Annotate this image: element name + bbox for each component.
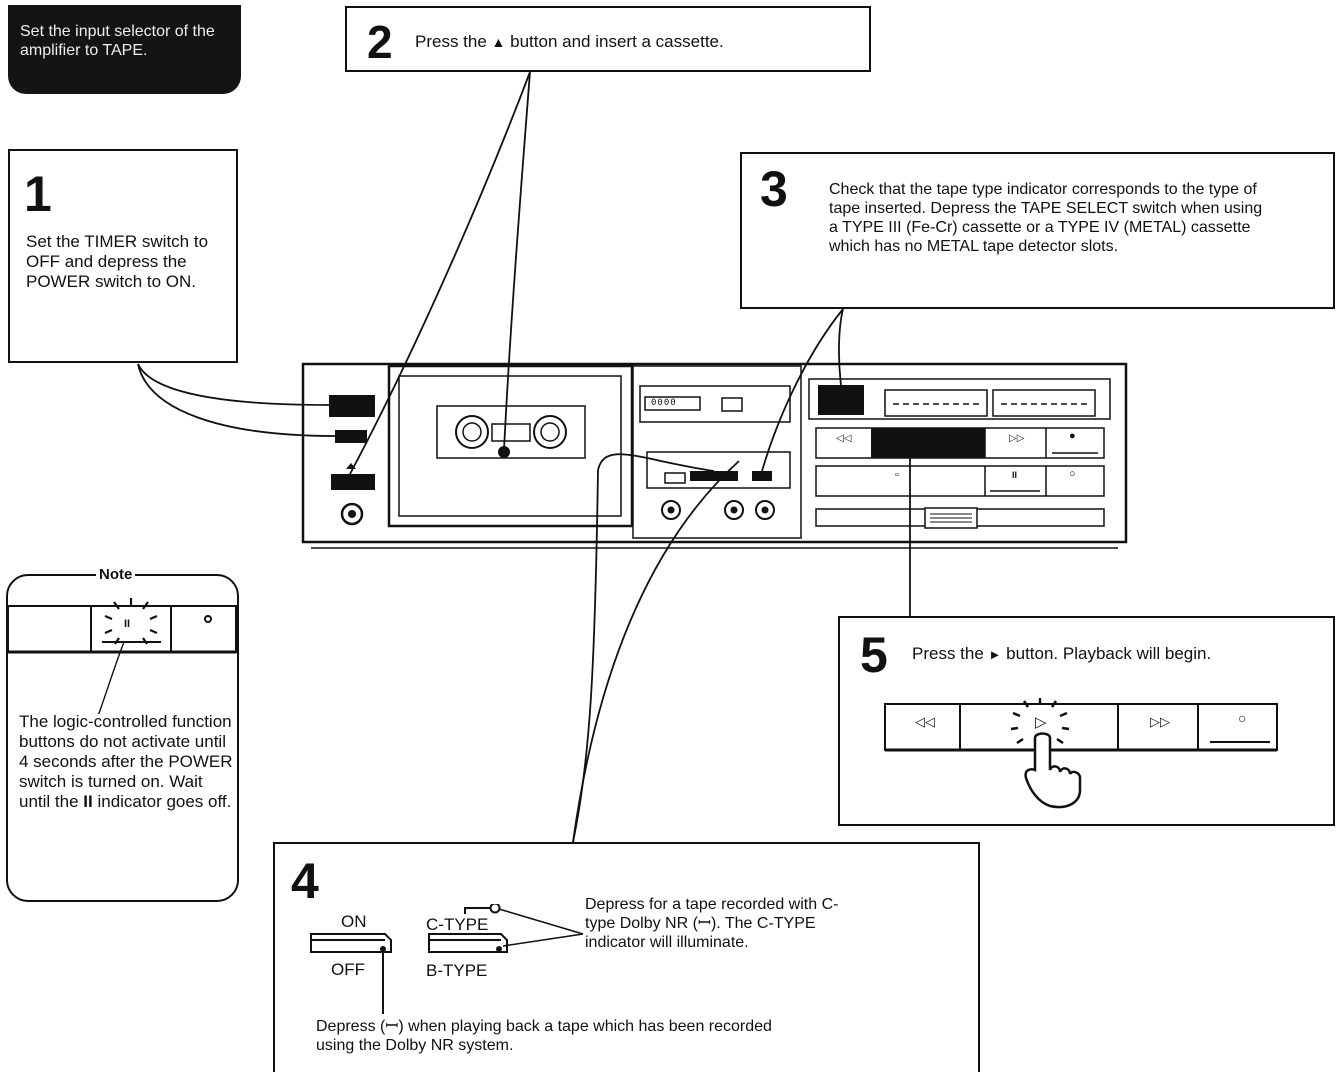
deck-stop-label: ▫ xyxy=(895,469,899,481)
step5-box: 5 Press the ► button. Playback will begi… xyxy=(838,616,1335,826)
tape-type-indicator xyxy=(818,385,864,415)
step2-text: Press the ▲ button and insert a cassette… xyxy=(415,32,865,52)
tape-counter xyxy=(644,396,701,411)
step1-number: 1 xyxy=(24,166,52,222)
step1-box: 1 Set the TIMER switch to OFF and depres… xyxy=(8,149,238,363)
intro-banner: Set the input selector of the amplifier … xyxy=(8,5,241,94)
note-text: The logic-controlled function buttons do… xyxy=(19,712,234,812)
step5-text-after: button. Playback will begin. xyxy=(1006,644,1212,663)
deck-record-label: ● xyxy=(1069,430,1076,442)
hand-pointer-icon xyxy=(1024,732,1082,809)
note-title: Note xyxy=(96,566,136,583)
eject-icon: ▲ xyxy=(491,34,506,50)
step5-recmute-label: ○ xyxy=(1238,710,1247,726)
power-switch xyxy=(329,395,375,417)
note-box: Note II The logic-controlled function bu… xyxy=(6,566,239,902)
ctype-label: C-TYPE xyxy=(426,915,489,934)
step5-rewind-label: ◁◁ xyxy=(915,714,935,729)
step2-number: 2 xyxy=(367,16,393,68)
on-label: ON xyxy=(341,912,367,931)
dolby-text: Depress (ꟷ) when playing back a tape whi… xyxy=(316,1018,772,1054)
step5-text-before: Press the xyxy=(912,644,984,663)
step4-switch-illustration xyxy=(310,904,584,1014)
step5-transport-illustration xyxy=(884,698,1278,809)
step5-text: Press the ► button. Playback will begin. xyxy=(912,644,1332,665)
deck-recmute-label: ○ xyxy=(1069,468,1076,480)
step4-box: 4 ON OFF C-TYPE B-TYPE Depress for a tap… xyxy=(273,842,980,1072)
note-pause-indicator: II xyxy=(124,618,131,630)
deck-ffwd-label: ▷▷ xyxy=(1009,433,1025,444)
step3-number: 3 xyxy=(760,161,788,217)
timer-switch xyxy=(335,430,367,443)
step5-number: 5 xyxy=(860,627,888,683)
note-text-a: The logic-controlled function buttons do… xyxy=(19,712,233,811)
step2-box: 2 Press the ▲ button and insert a casset… xyxy=(345,6,871,72)
btype-label: B-TYPE xyxy=(426,961,488,980)
counter-display: 0000 xyxy=(651,398,677,408)
step4-number: 4 xyxy=(291,853,319,909)
off-label: OFF xyxy=(331,960,365,979)
ctype-text: Depress for a tape recorded with C-type … xyxy=(585,896,839,951)
step1-text: Set the TIMER switch to OFF and depress … xyxy=(26,232,209,291)
play-button-deck xyxy=(871,428,985,458)
pause-icon: II xyxy=(83,792,93,811)
intro-text: Set the input selector of the amplifier … xyxy=(20,23,215,59)
step2-text-before: Press the xyxy=(415,32,487,51)
step3-box: 3 Check that the tape type indicator cor… xyxy=(740,152,1335,309)
note-illustration xyxy=(7,598,237,714)
step5-play-label: ▷ xyxy=(1035,714,1047,731)
deck-rewind-label: ◁◁ xyxy=(836,433,852,444)
eject-button xyxy=(331,474,375,490)
play-icon: ► xyxy=(988,647,1002,662)
step2-text-after: button and insert a cassette. xyxy=(510,32,724,51)
note-text-b: indicator goes off. xyxy=(97,792,232,811)
step3-text: Check that the tape type indicator corre… xyxy=(829,181,1263,255)
step5-ffwd-label: ▷▷ xyxy=(1150,714,1170,729)
deck-pause-label: II xyxy=(1012,470,1018,480)
